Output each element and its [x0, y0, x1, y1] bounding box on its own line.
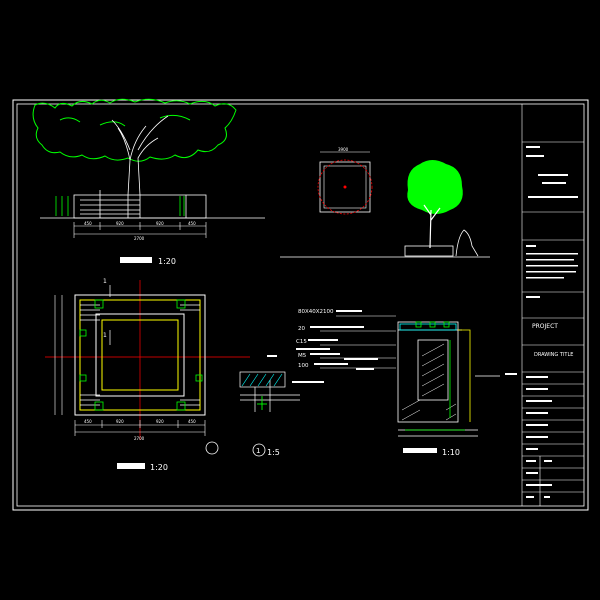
- detail-label-bar: [267, 355, 277, 357]
- tree-symbol-plan: [317, 151, 373, 215]
- elev-dim-3: 920: [156, 221, 164, 226]
- planter-section: [397, 321, 500, 437]
- callout-3-note: [308, 339, 338, 341]
- section-note-2: [356, 368, 374, 370]
- plan-centerlines: [45, 280, 250, 440]
- callout-1: 80X40X2100: [298, 309, 334, 315]
- detail-bubble: [252, 443, 266, 457]
- plan-section-marker-top: 1: [103, 278, 107, 285]
- callout-1-note: [336, 310, 362, 312]
- callout-4-note: [310, 353, 340, 355]
- section-note-3: [505, 373, 517, 375]
- callout-3: C15: [296, 339, 307, 345]
- elev-dim-2: 920: [116, 221, 124, 226]
- elev-dim-1: 450: [84, 221, 92, 226]
- plan-title-bar: [117, 463, 145, 469]
- plan-dim-1: 450: [84, 419, 92, 424]
- plan-detail-bubble: [205, 441, 219, 455]
- callout-5-note: [314, 363, 348, 365]
- callout-3b-note: [296, 348, 330, 350]
- elevation-title-bar: [120, 257, 152, 263]
- callout-5: 100: [298, 363, 309, 369]
- callout-2-note: [310, 326, 364, 328]
- detail-note-bar: [292, 381, 324, 383]
- tree-sketch: [404, 160, 479, 257]
- plan-dim-2: 920: [116, 419, 124, 424]
- detail-anchor: [257, 396, 267, 410]
- section-anchor-bolts: [405, 321, 465, 431]
- elev-dim-total: 2700: [134, 236, 145, 241]
- callout-leaders: [320, 315, 396, 369]
- plan-bench-slats: [80, 304, 200, 406]
- detail-scale: 1:5: [267, 448, 280, 457]
- detail-section: [239, 371, 300, 412]
- planter-plan: [74, 294, 206, 416]
- section-note-1: [344, 358, 378, 360]
- tree-canopy-elevation: [32, 98, 237, 162]
- callout-2: 20: [298, 326, 305, 332]
- elev-dim-4: 450: [188, 221, 196, 226]
- tree-trunk-elevation: [111, 115, 169, 218]
- plan-dim-4: 450: [188, 419, 196, 424]
- callout-4: M5: [298, 353, 307, 359]
- drawing-title-label: DRAWING TITLE: [534, 352, 573, 358]
- section-title-bar: [403, 448, 437, 453]
- title-block: [521, 104, 584, 506]
- symbol-dim: 3900: [338, 147, 349, 152]
- drawing-frame-inner: [16, 103, 585, 507]
- detail-bubble-number: 1: [256, 447, 260, 455]
- drawing-frame-outer: [12, 99, 589, 511]
- section-scale: 1:10: [442, 448, 460, 457]
- plan-dims: [54, 295, 206, 436]
- elevation-scale: 1:20: [158, 257, 176, 266]
- plan-dim-total: 2700: [134, 436, 145, 441]
- section-hatch: [401, 343, 457, 421]
- detail-hatch: [241, 373, 283, 387]
- elevation-dims: [73, 222, 207, 238]
- planter-elevation-hatch: [55, 196, 185, 216]
- plan-section-marker-mid: 1: [103, 332, 107, 339]
- title-block-notes: [526, 146, 578, 498]
- project-label: PROJECT: [532, 323, 558, 330]
- plan-scale: 1:20: [150, 463, 168, 472]
- plan-corner-posts: [79, 299, 203, 411]
- plan-dim-3: 920: [156, 419, 164, 424]
